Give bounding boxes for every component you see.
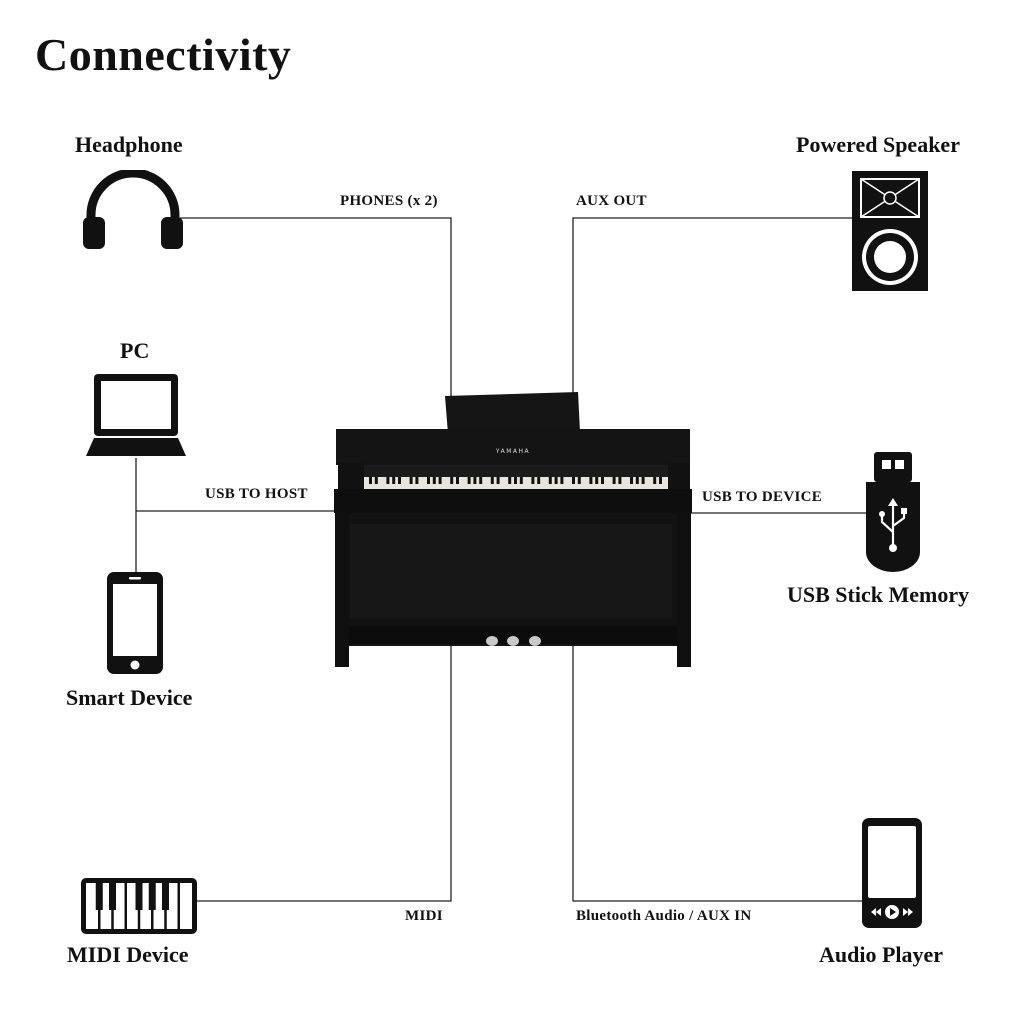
audio-player-icon	[862, 818, 922, 928]
piano-black-key	[508, 477, 512, 484]
pc-label: PC	[120, 338, 150, 363]
piano-black-key	[427, 477, 430, 484]
midi-device-label: MIDI Device	[67, 942, 189, 967]
headphone-icon	[83, 170, 183, 249]
midi-port-label: MIDI	[405, 908, 443, 924]
piano-black-key	[415, 477, 419, 484]
piano-black-key	[577, 477, 581, 484]
piano-black-key	[641, 477, 645, 484]
piano-black-key	[653, 477, 657, 484]
piano-black-key	[398, 477, 401, 484]
piano-black-key	[618, 477, 622, 484]
phones-port-label: PHONES (x 2)	[340, 193, 438, 209]
piano-black-key	[595, 477, 599, 484]
piano-black-key	[519, 477, 523, 484]
powered-speaker-label: Powered Speaker	[796, 132, 960, 157]
piano-brand: YAMAHA	[495, 448, 530, 455]
piano-black-key	[386, 477, 390, 484]
piano-black-key	[612, 477, 616, 484]
midi-keyboard-icon	[81, 878, 197, 934]
piano-black-key	[630, 477, 633, 484]
usb-to-host-port-label: USB TO HOST	[205, 486, 308, 502]
usb-stick-label: USB Stick Memory	[787, 582, 970, 607]
piano-black-key	[554, 477, 558, 484]
aux-out-line	[572, 217, 855, 400]
piano-black-key	[589, 477, 593, 484]
laptop-icon	[86, 374, 186, 456]
piano-black-key	[467, 477, 471, 484]
phones-line	[180, 217, 452, 400]
piano-black-key	[496, 477, 500, 484]
headphone-label: Headphone	[75, 132, 183, 157]
piano-black-key	[473, 477, 477, 484]
piano-black-key	[438, 477, 442, 484]
piano-black-key	[531, 477, 535, 484]
piano-black-key	[374, 477, 378, 484]
usb-to-device-port-label: USB TO DEVICE	[702, 489, 823, 505]
piano-black-key	[548, 477, 552, 484]
midi-black-key	[148, 883, 156, 910]
page-title: Connectivity	[35, 29, 292, 80]
piano-black-key	[659, 477, 662, 484]
midi-black-key	[135, 883, 143, 910]
piano-black-key	[537, 477, 541, 484]
piano-black-key	[572, 477, 575, 484]
usb-stick-icon	[866, 452, 920, 572]
smartphone-icon	[107, 572, 163, 674]
speaker-icon	[852, 171, 928, 291]
piano-black-key	[635, 477, 639, 484]
bt-aux-line	[572, 646, 866, 902]
piano-black-key	[409, 477, 413, 484]
piano-black-key	[450, 477, 454, 484]
piano-black-key	[479, 477, 483, 484]
piano-black-key	[601, 477, 604, 484]
piano-black-key	[392, 477, 396, 484]
bluetooth-aux-in-port-label: Bluetooth Audio / AUX IN	[576, 908, 752, 924]
piano-black-key	[560, 477, 564, 484]
piano-black-key	[490, 477, 494, 484]
midi-black-key	[95, 883, 103, 910]
piano-black-key	[514, 477, 517, 484]
piano-black-key	[432, 477, 436, 484]
piano-black-key	[456, 477, 459, 484]
midi-line	[196, 646, 452, 902]
aux-out-port-label: AUX OUT	[576, 193, 647, 209]
midi-black-key	[109, 883, 116, 910]
smart-device-label: Smart Device	[66, 685, 193, 710]
midi-black-key	[162, 883, 169, 910]
piano-black-key	[369, 477, 372, 484]
audio-player-label: Audio Player	[819, 942, 944, 967]
